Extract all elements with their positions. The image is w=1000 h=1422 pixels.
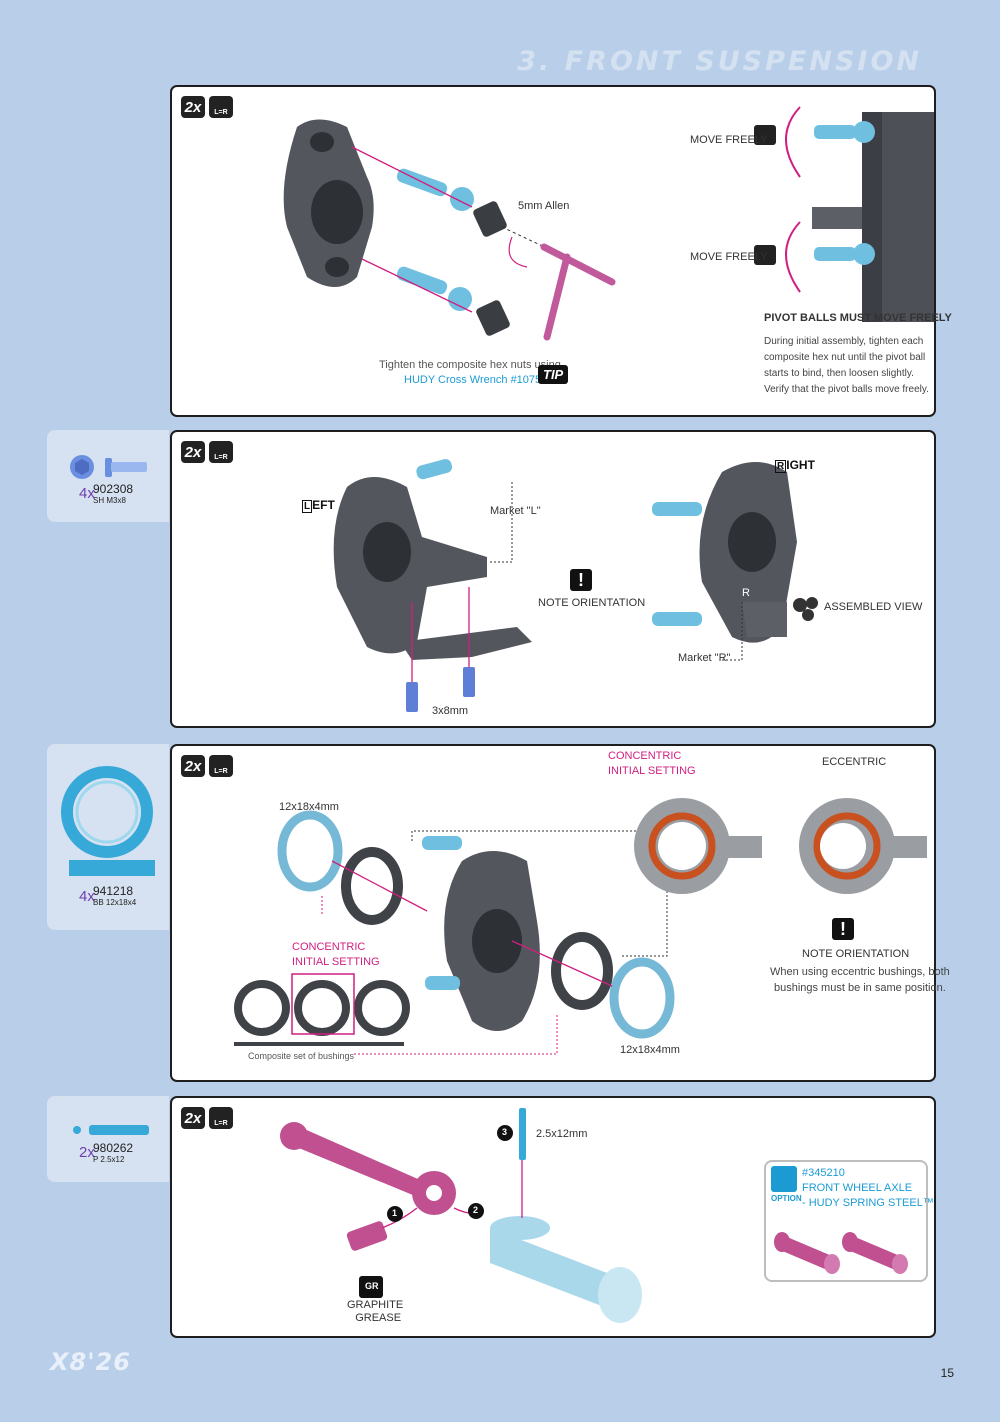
move-freely-bottom-label: MOVE FREELY (690, 251, 768, 263)
tip-icon: TIP (538, 365, 569, 384)
r-mark-label: R (742, 587, 750, 599)
bearing-icon (61, 766, 155, 876)
pivot-note-title: PIVOT BALLS MUST MOVE FREELY (764, 312, 952, 324)
left-equals-right-icon: L=R (209, 1107, 233, 1129)
concentric-top-label: CONCENTRIC INITIAL SETTING (608, 750, 696, 777)
allen-tool-label: 5mm Allen (518, 200, 570, 212)
quantity-badge: 2x L=R (181, 755, 233, 777)
parts-box-pin: 2x 980262 P 2.5x12 (47, 1096, 169, 1182)
market-l-label: Market "L" (490, 505, 541, 517)
step1-number: 1 (392, 1208, 398, 1218)
product-logo: X8'26 (50, 1348, 131, 1376)
step-panel-axle: 2x L=R 1 2 3 2.5x12mm GR GRAPHITE (170, 1096, 936, 1338)
bearing-top-size: 12x18x4mm (279, 801, 339, 813)
note-orientation-text: When using eccentric bushings, both bush… (770, 966, 950, 994)
left-equals-right-icon: L=R (209, 755, 233, 777)
step-panel-pivot-balls: 2x L=R (170, 85, 952, 417)
left-equals-right-icon: L=R (209, 96, 233, 118)
option-text: #345210 FRONT WHEEL AXLE - HUDY SPRING S… (802, 1167, 934, 1209)
page-title: 3. FRONT SUSPENSION (517, 46, 922, 77)
note-orientation-label: NOTE ORIENTATION (802, 948, 910, 960)
step2-number: 2 (473, 1205, 479, 1215)
screw-size-label: 3x8mm (432, 705, 469, 717)
pin-size-label: 2.5x12mm (536, 1128, 588, 1140)
left-equals-right-icon: L=R (209, 441, 233, 463)
graphite-grease-icon: GR (365, 1281, 379, 1291)
quantity-badge: 2x L=R (181, 96, 233, 118)
pin-qty: 2x (79, 1144, 95, 1161)
graphite-grease-label: GRAPHITE GREASE (347, 1299, 404, 1324)
qty-2x-icon: 2x (181, 1107, 205, 1129)
bearing-qty: 4x (79, 888, 95, 905)
steering-arm-illustration (333, 459, 818, 712)
page-number: 15 (940, 1366, 954, 1380)
assembled-view-label: ASSEMBLED VIEW (824, 601, 923, 613)
market-r-label: Market "R" (678, 652, 731, 664)
pin-icon (73, 1125, 149, 1135)
composite-bushings-label: Composite set of bushings (248, 1051, 355, 1061)
quantity-badge: 2x L=R (181, 1107, 233, 1129)
step-panel-bearings: 2x L=R (170, 744, 950, 1082)
screw-qty: 4x (79, 485, 95, 502)
eccentric-label: ECCENTRIC (822, 756, 887, 768)
bearing-bottom-size: 12x18x4mm (620, 1044, 680, 1056)
screw-icon (70, 455, 147, 479)
bearing-assembly-illustration (234, 798, 927, 1055)
pin-code: 980262 P 2.5x12 (93, 1141, 134, 1164)
pivot-assembly-illustration (283, 106, 934, 341)
tip-text-line2: HUDY Cross Wrench #107581. (404, 374, 557, 386)
note-orientation-icon: ! (570, 569, 592, 591)
parts-box-screw: 4x 902308 SH M3x8 (47, 430, 169, 522)
step3-number: 3 (502, 1127, 508, 1137)
note-orientation-label: NOTE ORIENTATION (538, 597, 646, 609)
option-icon (771, 1166, 797, 1192)
quantity-badge: 2x L=R (181, 441, 233, 463)
screw-code: 902308 SH M3x8 (93, 482, 134, 505)
tip-text-line1: Tighten the composite hex nuts using (379, 359, 561, 371)
axle-assembly-illustration (280, 1108, 642, 1323)
qty-2x-icon: 2x (181, 96, 205, 118)
parts-box-bearing: 4x 941218 BB 12x18x4 (47, 744, 169, 930)
bearing-code: 941218 BB 12x18x4 (93, 884, 137, 907)
option-axle-illustration (774, 1232, 908, 1274)
option-box: OPTION #345210 FRONT WHEEL AXLE - HUDY S… (764, 1160, 934, 1282)
move-freely-top-label: MOVE FREELY (690, 134, 768, 146)
concentric-left-label: CONCENTRIC INITIAL SETTING (292, 941, 380, 968)
qty-2x-icon: 2x (181, 441, 205, 463)
note-orientation-icon: ! (832, 918, 854, 940)
option-label: OPTION (771, 1194, 802, 1203)
qty-2x-icon: 2x (181, 755, 205, 777)
pivot-note-text: During initial assembly, tighten each co… (764, 336, 929, 395)
